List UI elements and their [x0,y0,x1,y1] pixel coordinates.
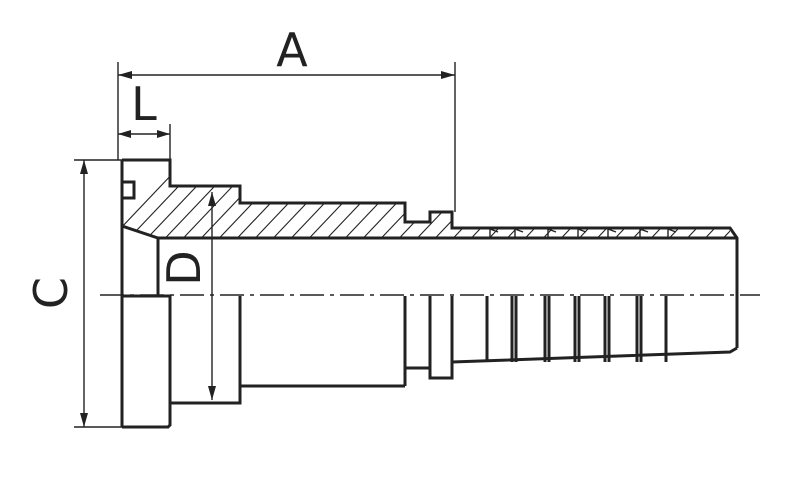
hatch-line [657,160,730,238]
hatch-line [675,160,730,238]
hatch-line [513,160,610,238]
hatch-line [315,160,412,238]
dimension-a: A [117,23,456,212]
barb-ridge [607,227,617,238]
hatch-line [766,150,800,250]
dimension-a-label: A [276,23,308,77]
dimension-d-label: D [157,250,211,285]
hatch-line [333,160,430,238]
hatch-line [297,160,394,238]
dimension-l-label: L [131,77,157,131]
hatch-line [351,160,448,238]
barb-ridge [639,227,649,238]
hatch-line [122,160,214,238]
dimension-c-label: C [24,277,78,309]
hatch-line [531,160,628,238]
barb-ridge [489,227,499,238]
hatch-line [189,160,286,238]
hatch-line [153,160,250,238]
hatch-line [711,160,730,238]
hatch-line [405,160,502,238]
tail-bottom-edge [451,346,738,364]
hatch-line [261,160,358,238]
hatch-line [784,150,800,250]
barb-ridge [577,227,587,238]
upper-section-outline [121,158,739,348]
hatch-line [603,160,700,238]
hatch-line [459,160,556,238]
hatch-line [693,160,730,238]
hatch-line [477,160,574,238]
hatch-line [639,160,730,238]
hatch-line [567,160,664,238]
dimension-d: D [157,192,216,400]
hatch-line [207,160,304,238]
barb-ridge [514,227,524,238]
hatch-line [585,160,682,238]
hatch-line [729,160,730,238]
hatch-line [369,160,466,238]
hatch-line [279,160,376,238]
hatch-line [549,160,646,238]
barb-ridge [667,227,677,238]
hatch-line [748,150,800,250]
section-hatching [122,150,800,250]
flange-outline [120,160,405,429]
dimension-c: C [24,159,122,428]
dimension-l: L [118,77,171,160]
hatch-line [495,160,592,238]
hatch-line [243,160,340,238]
barb-ridge [547,227,557,238]
hatch-line [171,160,268,238]
hatch-line [387,160,484,238]
lower-body-outline [238,296,738,386]
hatch-line [423,160,520,238]
hatch-line [621,160,718,238]
